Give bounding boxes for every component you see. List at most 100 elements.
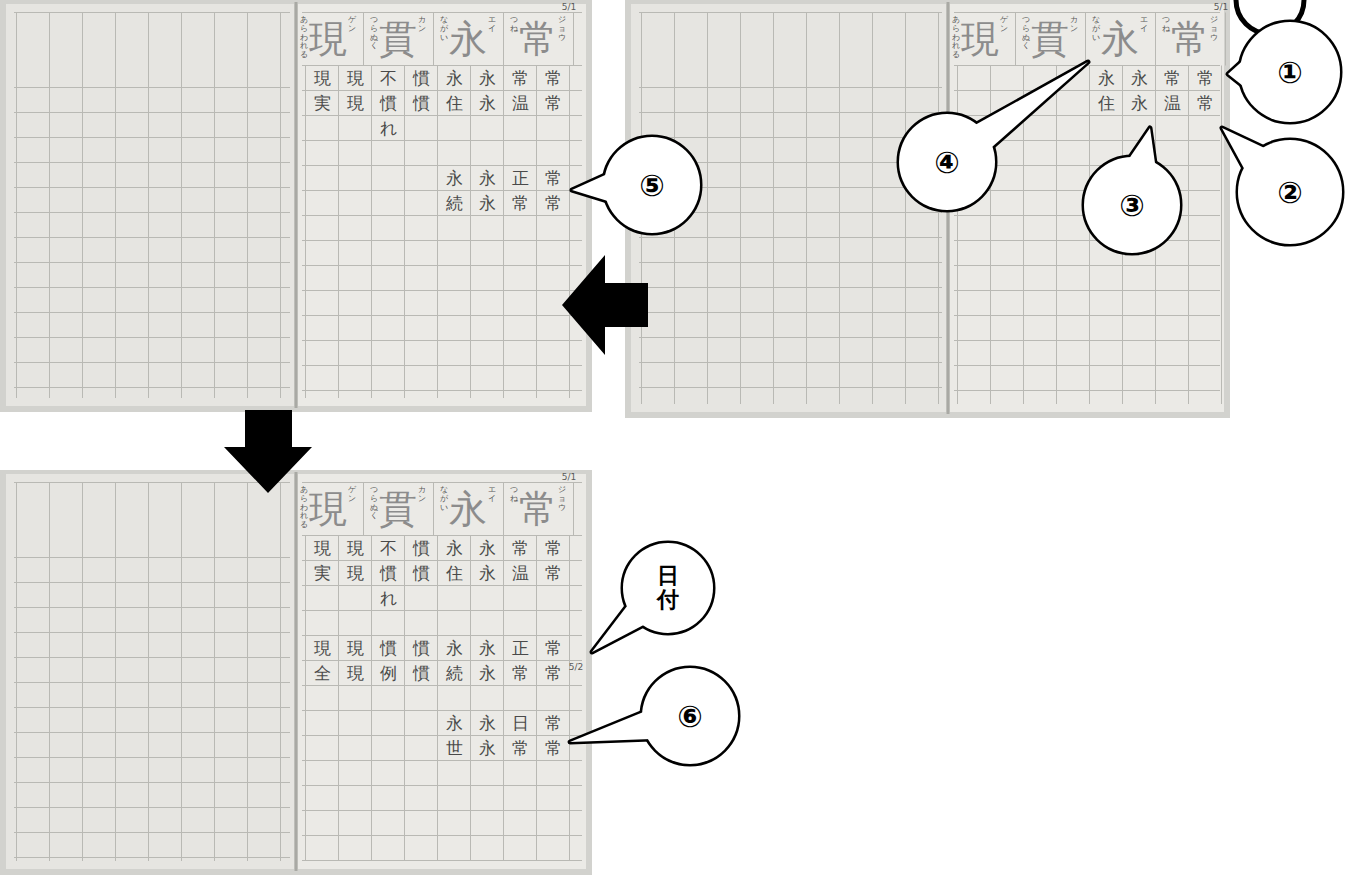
practice-kanji: 常 (545, 714, 562, 733)
grid-line (302, 340, 582, 341)
page-date: 5/1 (562, 473, 576, 483)
grid-line (302, 760, 582, 761)
practice-kanji: 永 (446, 639, 463, 658)
model-kanji: 常 (519, 490, 557, 530)
grid-line (302, 710, 582, 711)
grid-line (302, 365, 582, 366)
callout-number: ③ (1119, 188, 1144, 223)
callout-number: ② (1277, 175, 1302, 210)
practice-kanji: 常 (545, 564, 562, 583)
binding (295, 472, 298, 871)
bubble-tail-fill (592, 604, 646, 652)
practice-kanji: 永 (479, 639, 496, 658)
grid-line (14, 582, 290, 583)
grid-line (14, 187, 290, 188)
grid-line (302, 140, 582, 141)
on-reading: ジョウ (558, 486, 566, 512)
grid-line (740, 13, 741, 405)
grid-line (16, 13, 17, 399)
grid-line (115, 483, 116, 862)
kun-reading: つらぬく (370, 486, 378, 521)
practice-kanji: 常 (512, 69, 529, 88)
photo-ground (0, 0, 592, 412)
practice-kanji: 現 (314, 639, 331, 658)
grid-line (14, 387, 290, 388)
practice-kanji: 慣 (413, 664, 430, 683)
grid-line (14, 262, 290, 263)
grid-line (437, 536, 438, 862)
grid-line (115, 13, 116, 399)
grid-line (503, 13, 504, 66)
grid-line (839, 13, 840, 405)
grid-line (1221, 66, 1222, 405)
grid-line (302, 12, 582, 13)
grid-line (14, 632, 290, 633)
practice-kanji: 現 (347, 564, 364, 583)
grid-line (707, 13, 708, 405)
practice-kanji: 慣 (413, 69, 430, 88)
practice-kanji: 慣 (380, 94, 397, 113)
bubble-tail-fill (1228, 59, 1246, 89)
callout-bubble: ③ (1084, 157, 1180, 253)
grid-line (639, 312, 942, 313)
notebook-photo (625, 0, 1230, 418)
practice-kanji: 常 (545, 739, 562, 758)
practice-kanji: 常 (545, 194, 562, 213)
practice-kanji: 慣 (413, 564, 430, 583)
grid-line (954, 265, 1220, 266)
practice-kanji: 永 (479, 739, 496, 758)
model-kanji: 現 (309, 490, 347, 530)
kun-reading: あらわれる (300, 486, 308, 530)
bubble-tail-fill (1222, 128, 1267, 171)
grid-line (371, 536, 372, 862)
practice-kanji: 現 (314, 539, 331, 558)
practice-kanji: 慣 (413, 94, 430, 113)
practice-kanji: 永 (479, 714, 496, 733)
grid-line (302, 482, 582, 483)
callout-bubble: ⑥ (642, 668, 738, 764)
grid-line (14, 337, 290, 338)
grid-line (470, 536, 471, 862)
grid-line (302, 735, 582, 736)
grid-line (1015, 13, 1016, 66)
left-page (6, 474, 294, 869)
grid-line (302, 90, 582, 91)
grid-line (639, 12, 942, 13)
grid-line (503, 536, 504, 862)
grid-line (569, 66, 570, 399)
grid-line (14, 482, 290, 483)
grid-line (338, 536, 339, 862)
grid-line (302, 65, 582, 66)
grid-line (302, 190, 582, 191)
bubble-tail-fill (572, 174, 610, 202)
callout-bubble: ② (1238, 140, 1342, 244)
photo-ground (625, 0, 1230, 418)
callout-label: 日付 (657, 564, 679, 612)
grid-line (14, 682, 290, 683)
kun-reading: ながい (440, 486, 448, 512)
grid-line (14, 807, 290, 808)
grid-line (302, 635, 582, 636)
callout-bubble: ⑤ (604, 137, 700, 233)
grid-line (16, 483, 17, 862)
grid-line (569, 536, 570, 862)
grid-line (1089, 66, 1090, 405)
practice-kanji: 温 (512, 564, 529, 583)
grid-line (470, 66, 471, 399)
model-kanji: 常 (519, 20, 557, 60)
on-reading: エイ (1140, 16, 1148, 34)
grid-line (14, 857, 290, 858)
practice-kanji: 現 (347, 664, 364, 683)
grid-line (82, 13, 83, 399)
bubble-fill (1240, 22, 1340, 122)
practice-kanji: 日 (512, 714, 529, 733)
written-date: 5/2 (569, 663, 583, 673)
grid-line (954, 12, 1220, 13)
grid-line (247, 13, 248, 399)
notebook-photo (0, 470, 592, 875)
practice-kanji: 現 (347, 539, 364, 558)
bubble-fill (642, 668, 738, 764)
grid-line (437, 66, 438, 399)
grid-line (905, 13, 906, 405)
practice-kanji: 永 (479, 69, 496, 88)
